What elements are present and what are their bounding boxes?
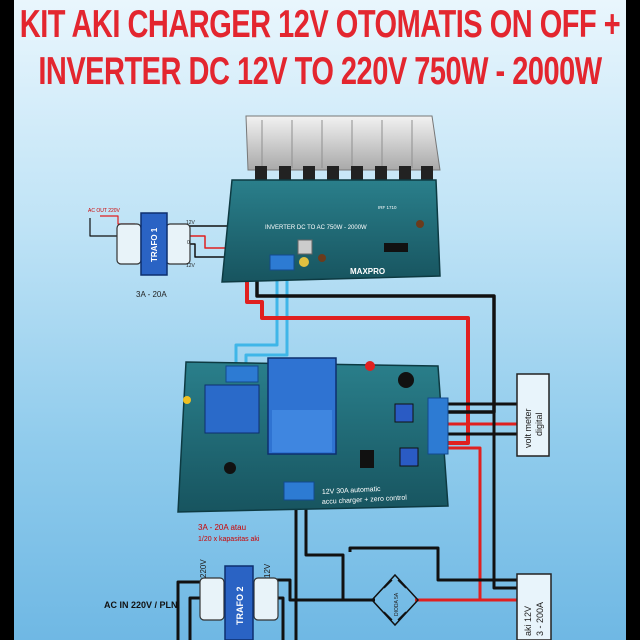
wire-blue-2 [244, 272, 289, 372]
inverter-pcb [221, 179, 441, 283]
wire-red-main [245, 268, 470, 445]
bridge-rectifier: DIODA 5A [370, 573, 420, 627]
title-line-2: INVERTER DC 12V TO 220V 750W - 2000W [38, 50, 602, 94]
inverter-ic [384, 243, 408, 252]
transformer-2: TRAFO 2 220V 12V AC IN 220V / PLN [104, 559, 279, 640]
voltmeter-line1: volt meter [523, 408, 533, 448]
charger-terminal-bottom [283, 481, 315, 501]
trafo2-label: TRAFO 2 [235, 586, 245, 625]
inverter-brand: MAXPRO [350, 267, 385, 276]
battery-line1: aki 12V [523, 606, 533, 636]
rectifier-label: DIODA 5A [394, 592, 400, 616]
heatsink [245, 115, 441, 171]
charger-note-2: 1/20 x kapasitas aki [198, 536, 260, 543]
wire-out-black [448, 410, 517, 590]
trafo1-tap-top: 12V [186, 220, 196, 226]
charger-board-line1: 12V 30A automatic [322, 486, 382, 496]
wire-tr1-out-1 [100, 215, 135, 225]
ac-in-label: AC IN 220V / PLN [104, 600, 178, 610]
battery: aki 12V 3 - 200A [516, 573, 552, 640]
inverter-board: INVERTER DC TO AC 750W - 2000W IRF 1710 … [221, 115, 441, 283]
inverter-chip-text: IRF 1710 [378, 205, 397, 210]
charger-board: 12V 30A automatic accu charger + zero co… [177, 357, 449, 543]
title-line-1: KIT AKI CHARGER 12V OTOMATIS ON OFF + [19, 3, 621, 47]
small-transformer [204, 384, 260, 434]
transformer-1: AC OUT 220V TRAFO 1 12V 0 12V 3A - 20A [88, 208, 196, 299]
inverter-terminal [269, 254, 295, 271]
battery-box [516, 573, 552, 640]
trafo1-rating: 3A - 20A [136, 290, 167, 299]
wire-in-2 [304, 502, 375, 602]
voltmeter-line2: digital [534, 412, 544, 436]
trafo2-vin: 220V [199, 559, 208, 578]
charger-ic [360, 450, 374, 468]
charger-board-line2: accu charger + zero control [322, 495, 408, 506]
inverter-board-text: INVERTER DC TO AC 750W - 2000W [265, 225, 367, 231]
voltmeter: volt meter digital [516, 373, 550, 457]
trafo2-vout: 12V [263, 563, 272, 578]
trafo1-label: TRAFO 1 [150, 227, 159, 262]
voltmeter-box [516, 373, 550, 457]
charger-terminal-right [427, 397, 449, 455]
trafo1-body [140, 212, 168, 276]
charger-terminal-top [225, 365, 259, 383]
trafo2-body [224, 565, 254, 640]
wire-blue-1 [234, 272, 279, 372]
wire-rect-top [348, 546, 517, 582]
trafo1-tap-bot: 12V [186, 263, 196, 269]
charger-note-1: 3A - 20A atau [198, 523, 246, 532]
wire-out-red [448, 446, 517, 602]
trafo1-tap-mid: 0 [187, 240, 190, 246]
battery-line2: 3 - 200A [535, 602, 545, 636]
trafo1-ac-out: AC OUT 220V [88, 208, 121, 214]
